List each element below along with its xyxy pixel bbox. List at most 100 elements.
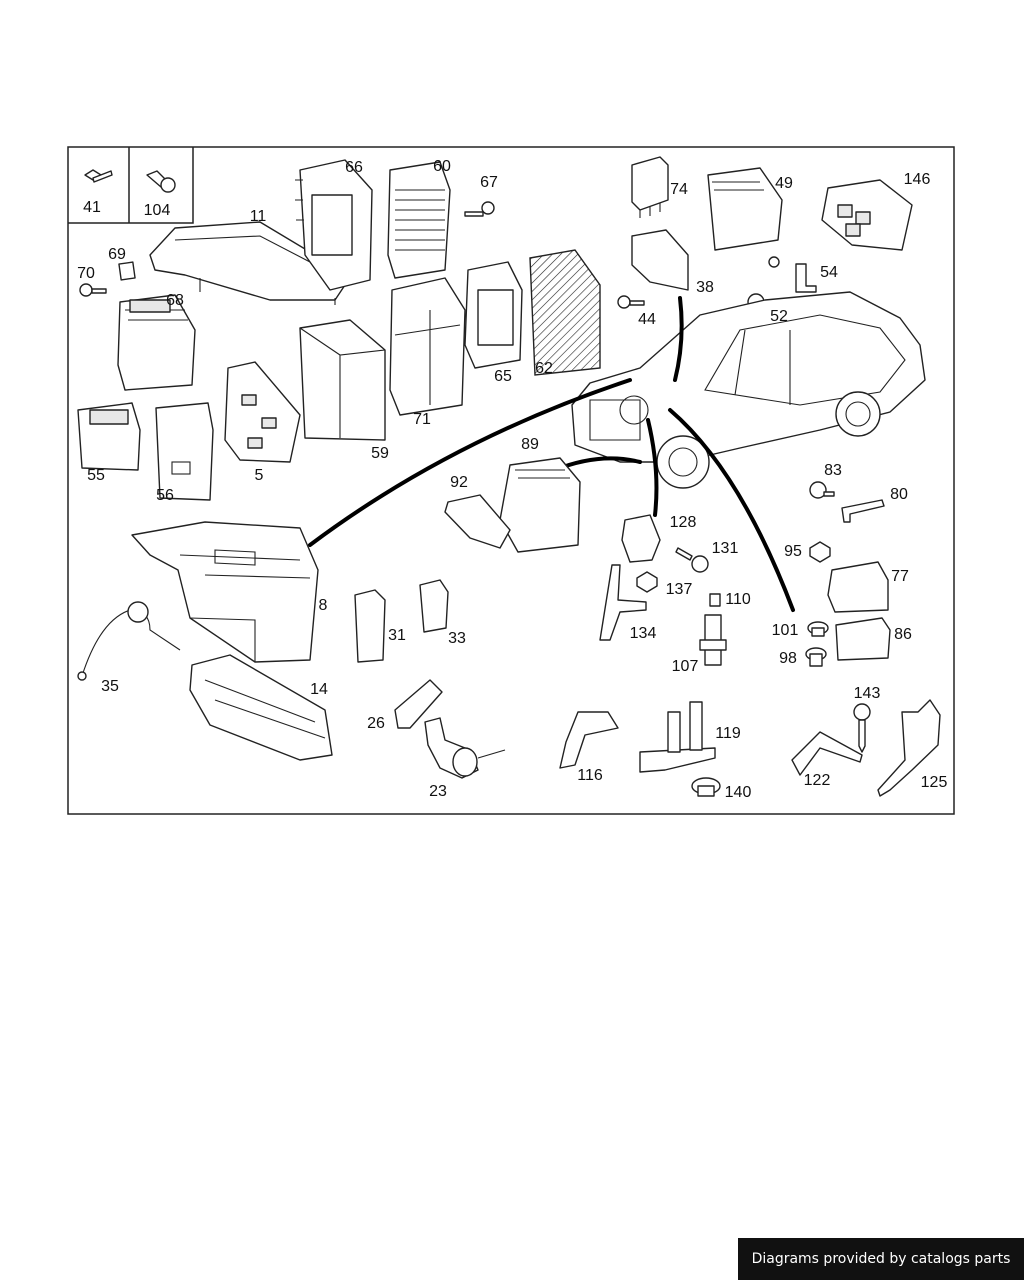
label-101: 101 <box>772 622 799 639</box>
label-128: 128 <box>670 514 697 531</box>
label-92: 92 <box>450 474 468 491</box>
part-128-switch <box>621 514 661 563</box>
label-67: 67 <box>480 174 498 191</box>
part-59-box <box>299 319 386 441</box>
label-56: 56 <box>156 487 174 504</box>
label-146: 146 <box>904 171 931 188</box>
label-8: 8 <box>319 597 328 614</box>
label-55: 55 <box>87 467 105 484</box>
label-35: 35 <box>101 678 119 695</box>
label-60: 60 <box>433 158 451 175</box>
label-11: 11 <box>250 208 267 225</box>
label-104: 104 <box>144 202 171 219</box>
label-110: 110 <box>725 591 751 608</box>
part-55-module <box>77 402 141 471</box>
label-116: 116 <box>577 767 603 784</box>
part-134-bracket <box>599 564 647 641</box>
label-89: 89 <box>521 436 539 453</box>
part-116-bracket <box>559 711 619 769</box>
part-44-screw <box>617 295 645 309</box>
part-35-cable <box>77 601 181 681</box>
label-31: 31 <box>388 627 406 644</box>
part-31-relay <box>354 589 386 663</box>
part-140-grommet <box>691 777 721 797</box>
part-86-unit <box>835 617 891 661</box>
label-95: 95 <box>784 543 802 560</box>
part-74-relay <box>631 156 669 218</box>
part-62-control-unit <box>529 249 601 376</box>
part-8-housing <box>131 521 319 663</box>
label-66: 66 <box>345 159 363 176</box>
part-70-screw <box>79 283 107 297</box>
credit-footer: Diagrams provided by catalogs parts <box>738 1238 1024 1280</box>
part-65-control-unit <box>464 261 523 369</box>
label-74: 74 <box>670 181 688 198</box>
part-125-bracket <box>877 699 941 797</box>
label-54: 54 <box>820 264 838 281</box>
part-89-module <box>499 457 581 553</box>
label-69: 69 <box>108 246 126 263</box>
part-119-bracket <box>639 701 716 773</box>
part-69-clip <box>118 261 136 281</box>
label-119: 119 <box>715 725 741 742</box>
label-80: 80 <box>890 486 908 503</box>
inset-box <box>68 147 194 224</box>
label-77: 77 <box>891 568 909 585</box>
label-59: 59 <box>371 445 389 462</box>
part-49-module <box>707 167 783 268</box>
part-23-pump <box>424 717 506 779</box>
label-52: 52 <box>770 308 788 325</box>
label-65: 65 <box>494 368 512 385</box>
label-131: 131 <box>712 540 739 557</box>
part-131-screw <box>675 547 709 573</box>
part-110-cap <box>709 593 721 607</box>
label-68: 68 <box>166 292 184 309</box>
part-146-socket <box>821 179 913 251</box>
label-38: 38 <box>696 279 714 296</box>
part-83-screw <box>809 481 835 499</box>
label-5: 5 <box>255 467 264 484</box>
car-illustration <box>571 291 926 489</box>
part-66-control-unit <box>295 159 373 291</box>
part-122-bracket <box>791 731 863 776</box>
part-41-bolt <box>84 169 113 183</box>
part-14-tray <box>189 654 333 761</box>
label-33: 33 <box>448 630 466 647</box>
part-71-control-unit <box>389 277 466 416</box>
label-23: 23 <box>429 783 447 800</box>
part-95-nut <box>809 541 831 563</box>
diagram-frame <box>67 146 955 815</box>
part-98-grommet <box>805 647 827 667</box>
part-137-nut <box>636 571 658 593</box>
part-67-bolt <box>464 201 495 217</box>
part-77-holder <box>827 561 889 613</box>
label-44: 44 <box>638 311 656 328</box>
label-140: 140 <box>725 784 752 801</box>
part-101-grommet <box>807 621 829 637</box>
part-38-holder <box>631 229 689 291</box>
label-83: 83 <box>824 462 842 479</box>
label-122: 122 <box>804 772 831 789</box>
label-107: 107 <box>672 658 699 675</box>
label-86: 86 <box>894 626 912 643</box>
part-104-bolt <box>146 170 176 193</box>
part-92-plate <box>444 494 511 549</box>
part-107-switch <box>699 614 727 666</box>
label-71: 71 <box>413 411 431 428</box>
label-41: 41 <box>83 199 101 216</box>
part-labels: 41 104 11 66 60 67 74 49 146 69 70 68 38… <box>77 158 947 801</box>
part-33-relay <box>419 579 449 633</box>
label-143: 143 <box>854 685 881 702</box>
part-5-bracket <box>224 361 301 463</box>
part-56-box <box>155 402 214 501</box>
part-26-pipe <box>394 679 443 729</box>
label-137: 137 <box>666 581 693 598</box>
label-62: 62 <box>535 360 553 377</box>
label-134: 134 <box>630 625 657 642</box>
label-70: 70 <box>77 265 95 282</box>
part-11-cover <box>149 221 346 305</box>
label-49: 49 <box>775 175 793 192</box>
part-54-bracket <box>795 263 817 293</box>
part-60-control-unit <box>387 161 451 279</box>
